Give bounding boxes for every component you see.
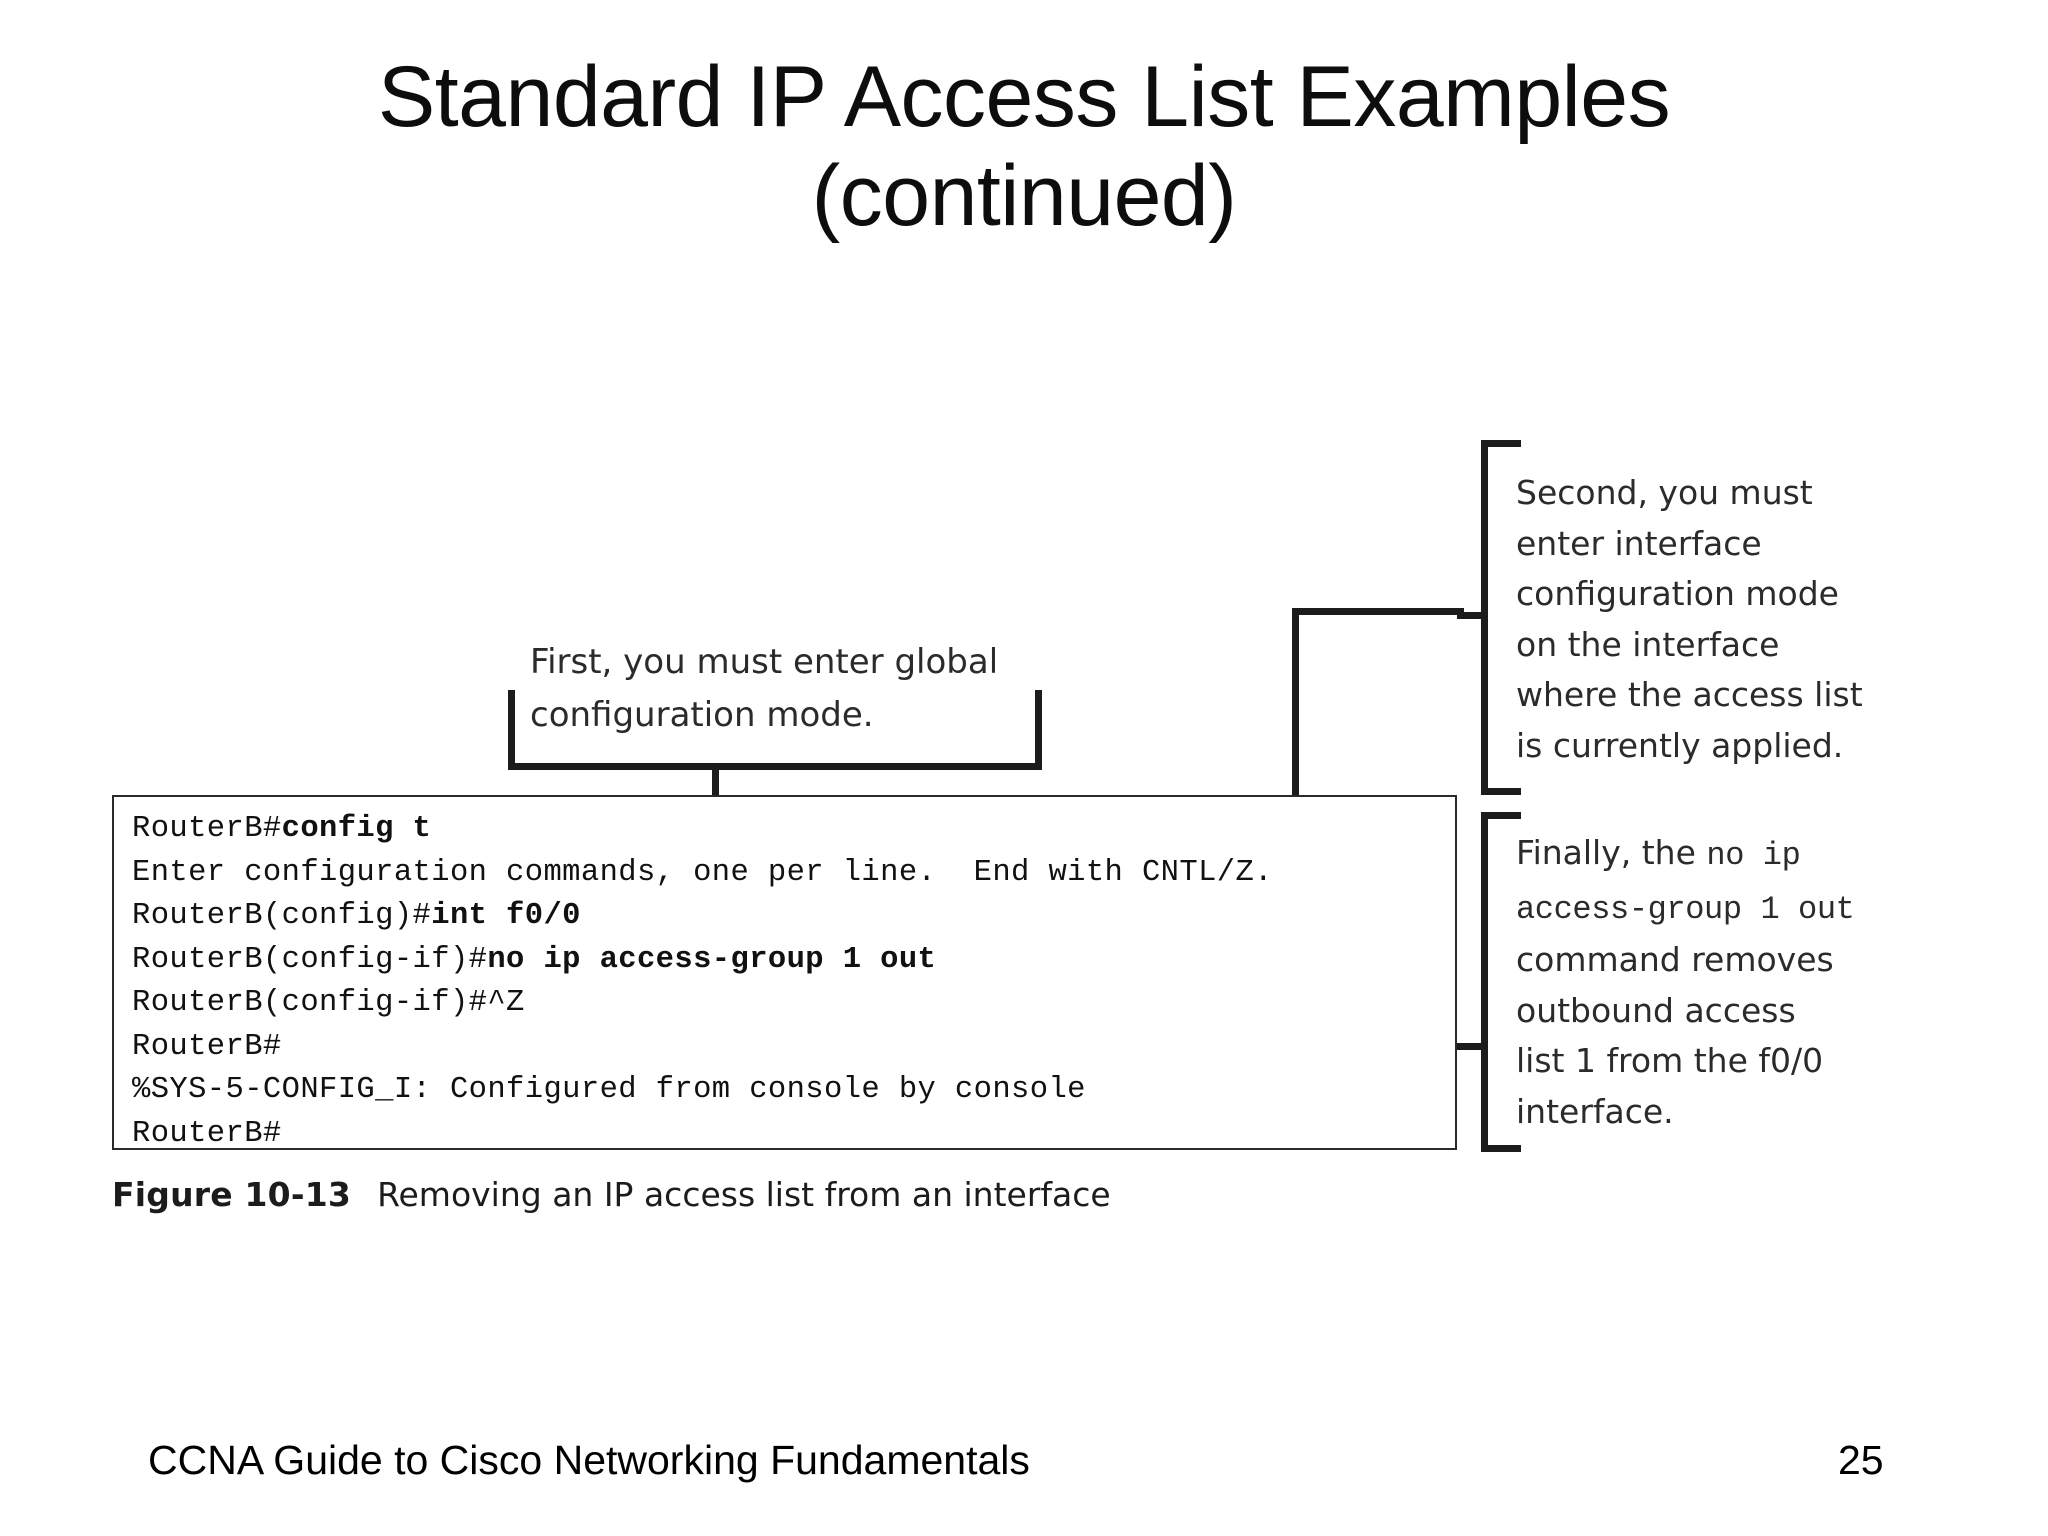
first-note-bracket-left xyxy=(508,690,515,770)
finally-note-bracket-vertical xyxy=(1481,812,1488,1152)
console-line-7: %SYS-5-CONFIG_I: Configured from console… xyxy=(132,1073,1086,1107)
console-line-2: Enter configuration commands, one per li… xyxy=(132,855,1273,890)
page-title: Standard IP Access List Examples (contin… xyxy=(0,48,2048,246)
console-output-text: RouterB#config t Enter configuration com… xyxy=(132,808,1273,1156)
figure-caption-text: Removing an IP access list from an inter… xyxy=(377,1175,1111,1214)
figure-caption: Figure 10-13 Removing an IP access list f… xyxy=(112,1175,1111,1214)
console-output-box: RouterB#config t Enter configuration com… xyxy=(112,795,1457,1151)
finally-note-bracket-bottom-tick xyxy=(1481,1145,1521,1152)
console-line-5: RouterB(config-if)#^Z xyxy=(132,986,525,1020)
annotation-second: Second, you must enter interface configu… xyxy=(1516,473,1863,765)
console-line-3: RouterB(config)#int f0/0 xyxy=(132,899,581,933)
first-note-bracket-bottom xyxy=(508,763,1042,770)
annotation-finally-tail: command removes outbound access list 1 f… xyxy=(1516,940,1834,1131)
footer-page-number: 25 xyxy=(1838,1437,1884,1483)
annotation-finally-lead: Finally, the xyxy=(1516,833,1707,872)
annotation-finally: Finally, the no ip access-group 1 out co… xyxy=(1516,828,1966,1137)
annotation-finally-command-1: no ip xyxy=(1706,837,1801,874)
page-title-line2: (continued) xyxy=(811,147,1237,244)
console-line-6: RouterB# xyxy=(132,1029,282,1064)
console-line-8: RouterB# xyxy=(132,1116,282,1151)
annotation-first: First, you must enter global configurati… xyxy=(530,642,999,735)
annotation-finally-command-2: access-group 1 out xyxy=(1516,890,1855,928)
second-note-bracket-bottom-tick xyxy=(1481,788,1521,795)
second-note-leader-mid-tick xyxy=(1457,612,1485,619)
console-line-4: RouterB(config-if)#no ip access-group 1 … xyxy=(132,942,937,977)
second-note-bracket-top-tick xyxy=(1481,440,1521,447)
figure-caption-label: Figure 10-13 xyxy=(112,1175,352,1214)
second-note-leader-top-horizontal xyxy=(1292,608,1464,615)
console-line-1: RouterB#config t xyxy=(132,812,432,846)
first-note-bracket-right xyxy=(1035,690,1042,770)
page-title-line1: Standard IP Access List Examples xyxy=(377,49,1671,145)
second-note-leader-vertical xyxy=(1292,608,1299,908)
footer-book-title: CCNA Guide to Cisco Networking Fundament… xyxy=(148,1437,1030,1483)
finally-note-bracket-top-tick xyxy=(1481,812,1521,819)
